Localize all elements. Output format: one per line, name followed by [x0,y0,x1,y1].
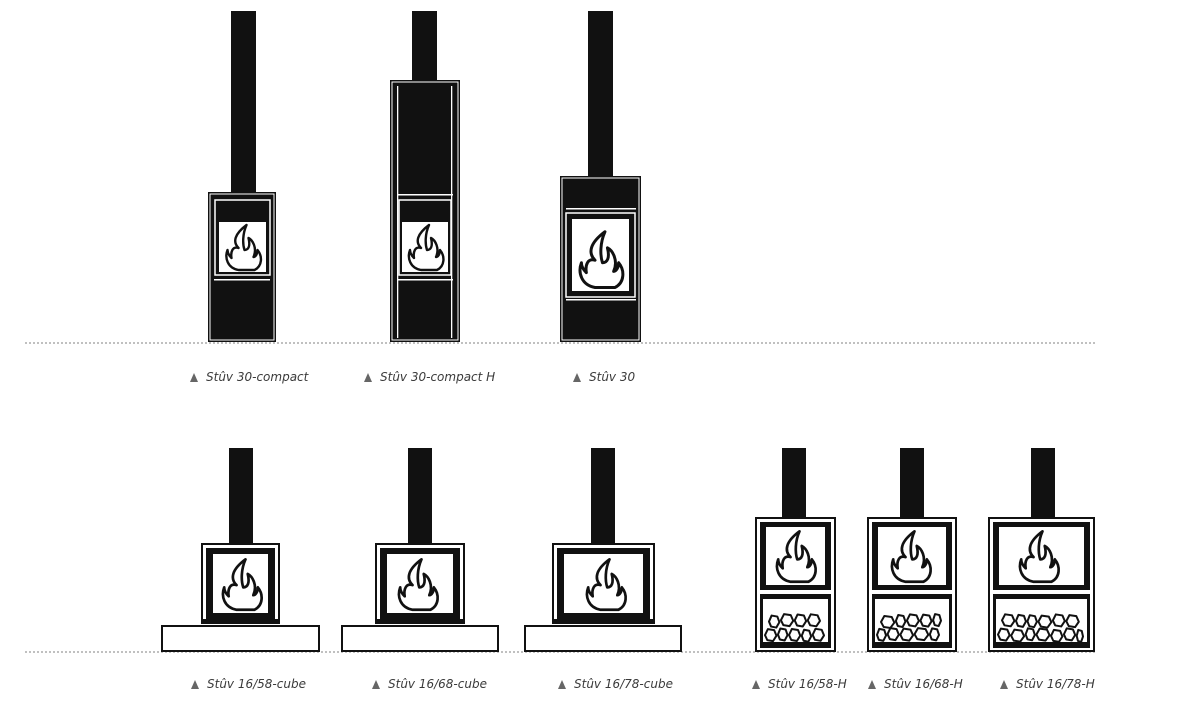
log [913,627,930,642]
stove-label-30-compact-h: Stûv 30-compact H [364,370,495,384]
log [1026,614,1038,629]
up-arrow-icon [1000,680,1008,689]
up-arrow-icon [558,680,566,689]
log [1065,614,1080,629]
log [928,627,940,642]
log [768,614,781,629]
up-arrow-icon [573,373,581,382]
log [905,613,920,628]
stove-16-78-cube [524,448,682,652]
log [788,628,802,643]
log [886,627,900,642]
stove-label-16-78-h: Stûv 16/78-H [1000,677,1095,691]
stove-30 [560,11,641,342]
log [800,628,813,643]
log [764,628,778,643]
up-arrow-icon [191,680,199,689]
log [1037,614,1053,629]
up-arrow-icon [868,680,876,689]
stove-30-compact-h [390,11,460,342]
log-stack-icon [876,613,942,642]
stove-16-68-cube [341,448,499,652]
stove-16-58-h [755,448,836,652]
stove-label-30: Stûv 30 [573,370,635,384]
stove-16-68-h [867,448,957,652]
log [1051,613,1066,628]
log [880,614,896,629]
stove-16-78-h [988,448,1095,652]
log [899,627,915,642]
log [997,627,1011,642]
stove-16-58-cube [161,448,320,652]
log [1014,613,1027,628]
log [919,613,933,628]
stove-label-16-78-cube: Stûv 16/78-cube [558,677,673,691]
log [811,627,825,642]
log [1035,627,1051,642]
log-stack-icon [997,613,1084,643]
up-arrow-icon [752,680,760,689]
stove-label-16-68-cube: Stûv 16/68-cube [372,677,487,691]
log [894,614,907,629]
up-arrow-icon [372,680,380,689]
log [1001,613,1016,628]
log [932,613,942,628]
stove-label-16-68-h: Stûv 16/68-H [868,677,963,691]
log [806,613,821,628]
stove-30-compact [208,11,276,342]
log [876,627,888,642]
stove-label-16-58-cube: Stûv 16/58-cube [191,677,306,691]
log [1062,627,1077,642]
log [1075,628,1084,643]
up-arrow-icon [190,373,198,382]
log [1050,628,1064,643]
log [1010,628,1026,643]
stove-label-16-58-h: Stûv 16/58-H [752,677,847,691]
log [776,627,789,642]
log [779,613,795,628]
up-arrow-icon [364,373,372,382]
log-stack-icon [764,613,825,643]
stove-label-30-compact: Stûv 30-compact [190,370,308,384]
log [793,613,808,628]
log [1024,627,1036,642]
